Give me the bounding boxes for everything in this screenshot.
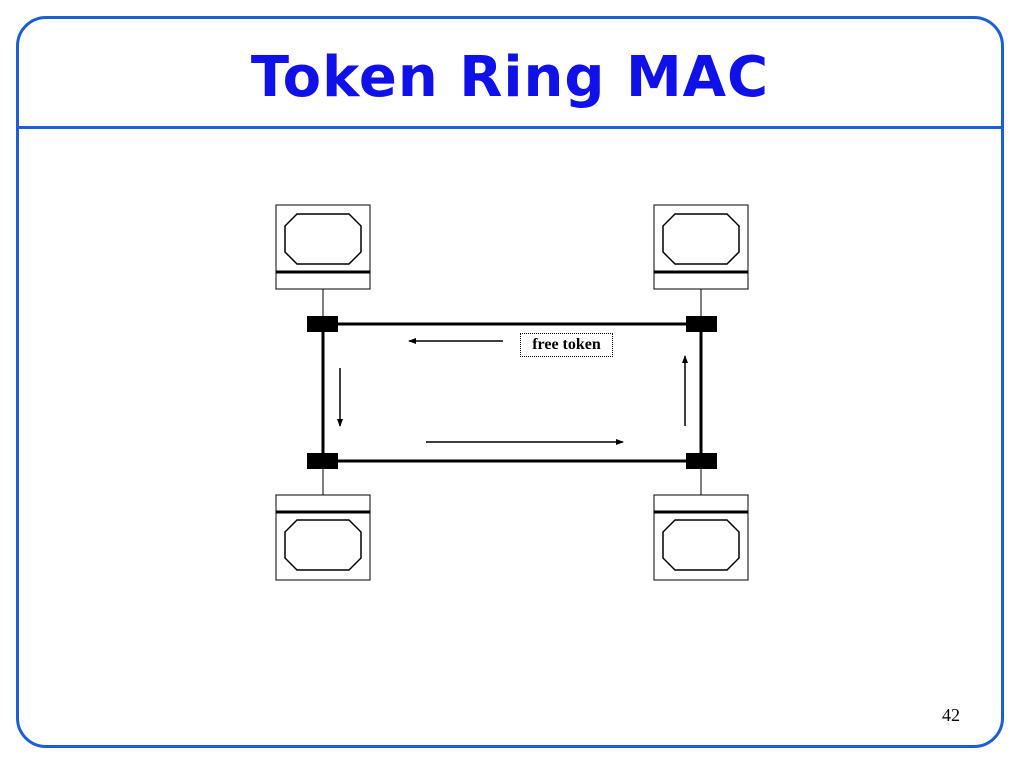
slide-frame: Token Ring MAC — [16, 16, 1004, 748]
slide-title: Token Ring MAC — [250, 45, 770, 110]
title-bar: Token Ring MAC — [19, 19, 1001, 129]
computer-top-left-icon — [275, 204, 371, 290]
computer-bottom-right-icon — [653, 494, 749, 581]
computer-top-right-icon — [653, 204, 749, 290]
ring-interface-bottom-right — [686, 453, 717, 469]
page-number: 42 — [942, 705, 960, 725]
free-token-label: free token — [520, 333, 613, 357]
ring-interface-top-right — [686, 316, 717, 332]
computer-bottom-left-icon — [275, 494, 371, 581]
ring-line — [321, 322, 703, 463]
ring-interface-bottom-left — [307, 453, 338, 469]
ring-interface-top-left — [307, 316, 338, 332]
